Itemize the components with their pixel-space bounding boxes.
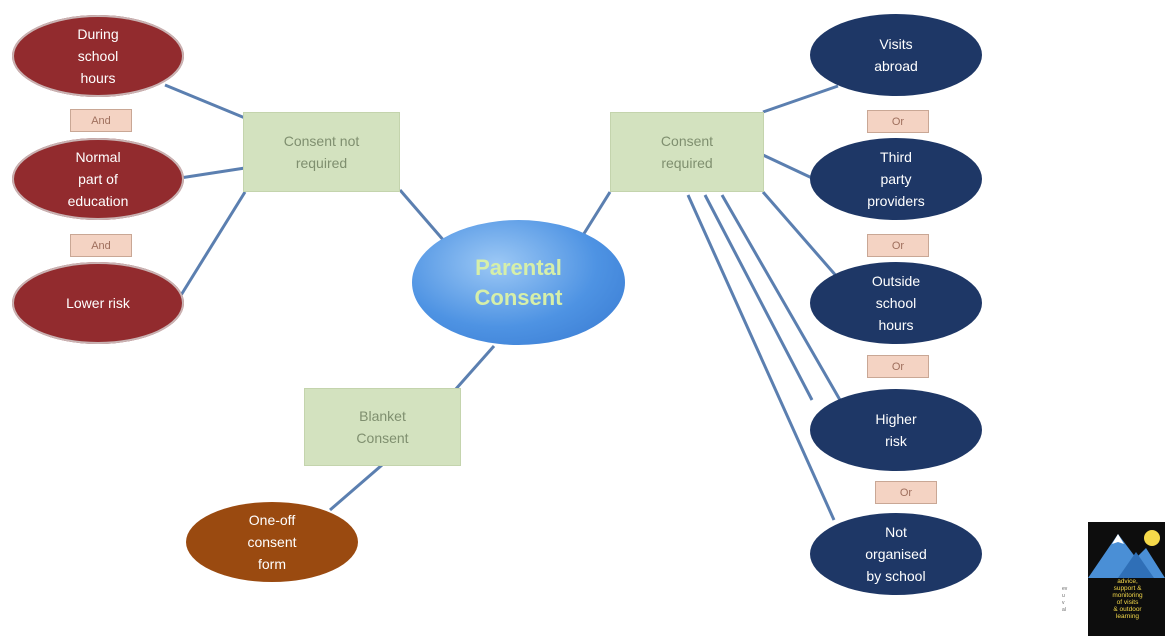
- visits-abroad-label: Visits abroad: [874, 36, 918, 74]
- normal-part-of-education-label: Normal part of education: [67, 149, 129, 209]
- higher-risk-label: Higher risk: [875, 411, 917, 449]
- consent-required-label: Consent required: [660, 133, 714, 171]
- and-connector: And: [70, 109, 132, 132]
- line-required-center: [578, 191, 612, 241]
- consent-not-required-box: Consent not required: [243, 112, 400, 192]
- line-higher-risk: [720, 194, 842, 401]
- line-normal-part: [179, 166, 246, 180]
- blanket-consent-box: Blanket Consent: [304, 388, 461, 466]
- parental-consent-node: Parental Consent: [412, 220, 625, 345]
- parental-consent-label: Parental Consent: [474, 254, 563, 310]
- outside-school-hours-label: Outside school hours: [871, 273, 921, 333]
- line-lower-risk: [176, 191, 247, 301]
- logo-side-text: ev u v al: [1062, 586, 1068, 613]
- line-blanket-center: [453, 345, 496, 391]
- line-not-required-center: [398, 189, 447, 243]
- organisation-logo: advice, support & monitoring of visits &…: [1062, 522, 1165, 636]
- lower-risk-node: Lower risk: [12, 262, 184, 344]
- line-visits-abroad: [762, 84, 839, 114]
- not-organised-by-school-node: Not organised by school: [810, 513, 982, 595]
- line-one-off: [329, 463, 383, 512]
- line-required-extra: [703, 194, 814, 401]
- logo-mountain-icon: [1088, 522, 1165, 636]
- higher-risk-node: Higher risk: [810, 389, 982, 471]
- visits-abroad-node: Visits abroad: [810, 14, 982, 96]
- logo-text: advice, support & monitoring of visits &…: [1112, 578, 1143, 620]
- line-third-party: [762, 153, 813, 180]
- blanket-consent-label: Blanket Consent: [356, 408, 409, 446]
- or-connector: Or: [867, 234, 929, 257]
- or-connector: Or: [875, 481, 937, 504]
- or-connector: Or: [867, 355, 929, 378]
- line-outside-hours: [761, 191, 840, 279]
- lower-risk-label: Lower risk: [66, 295, 130, 311]
- outside-school-hours-node: Outside school hours: [810, 262, 982, 344]
- and-connector: And: [70, 234, 132, 257]
- mountain-sun-icon: [1088, 530, 1165, 578]
- line-during-school-hours: [164, 83, 246, 120]
- during-school-hours-label: During school hours: [77, 26, 119, 86]
- one-off-consent-form-node: One-off consent form: [186, 502, 358, 582]
- normal-part-of-education-node: Normal part of education: [12, 138, 184, 220]
- or-connector: Or: [867, 110, 929, 133]
- one-off-consent-form-label: One-off consent form: [247, 512, 297, 572]
- not-organised-by-school-label: Not organised by school: [865, 524, 927, 584]
- during-school-hours-node: During school hours: [12, 15, 184, 97]
- consent-required-box: Consent required: [610, 112, 764, 192]
- consent-not-required-label: Consent not required: [283, 133, 360, 171]
- third-party-providers-node: Third party providers: [810, 138, 982, 220]
- third-party-providers-label: Third party providers: [867, 149, 925, 209]
- line-not-organised: [686, 194, 836, 521]
